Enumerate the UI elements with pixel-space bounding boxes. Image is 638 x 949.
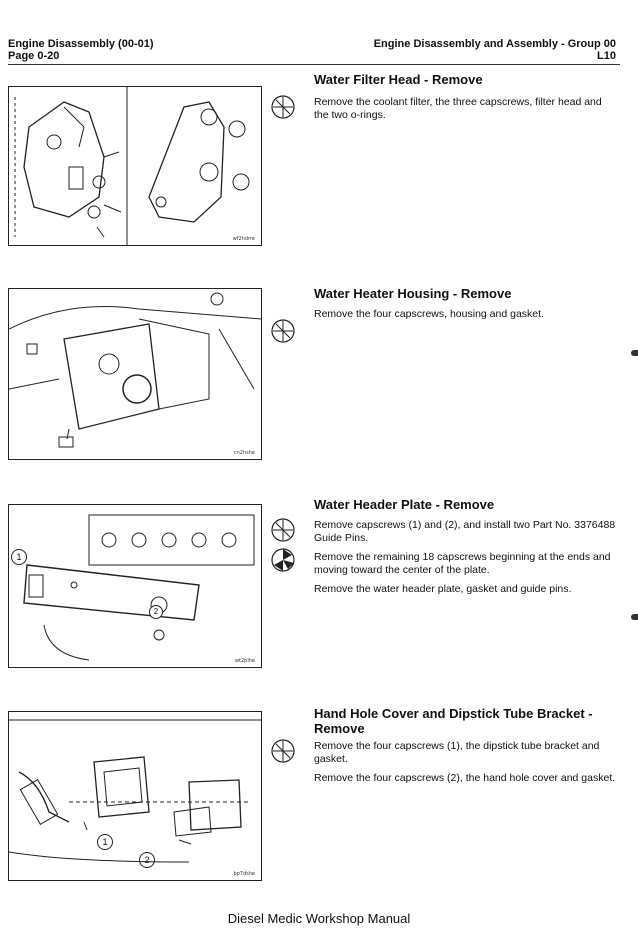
page-header-left: Engine Disassembly (00-01) Page 0-20 bbox=[8, 38, 154, 62]
section-title: Water Filter Head - Remove bbox=[314, 72, 483, 87]
wrench-tool-icon bbox=[271, 739, 295, 763]
wrench-tool-icon bbox=[271, 95, 295, 119]
instruction-step: Remove the four capscrews, housing and g… bbox=[314, 308, 544, 320]
figure-code: cn2hshe bbox=[233, 450, 255, 456]
section-title: Water Header Plate - Remove bbox=[314, 497, 495, 512]
header-rule bbox=[8, 64, 620, 65]
page-number: Page 0-20 bbox=[8, 50, 60, 62]
section-water-filter-head: Water Filter Head - Remove Remove the co… bbox=[268, 72, 620, 132]
chapter-title: Engine Disassembly and Assembly - Group … bbox=[373, 38, 616, 50]
wrench-tool-icon bbox=[271, 518, 295, 542]
instruction-step: Remove the water header plate, gasket an… bbox=[314, 583, 572, 595]
instruction-step: Remove the four capscrews (1), the dipst… bbox=[314, 740, 600, 765]
section-title: Hand Hole Cover and Dipstick Tube Bracke… bbox=[314, 706, 593, 736]
page-edge-tab bbox=[631, 614, 638, 620]
callout-marker: 2 bbox=[149, 605, 163, 619]
instruction-step: Remove capscrews (1) and (2), and instal… bbox=[314, 519, 616, 544]
figure-code: wt2plhe bbox=[234, 658, 255, 664]
callout-marker: 1 bbox=[11, 549, 27, 565]
water-filter-head-illustration bbox=[14, 87, 250, 245]
instruction-step: Remove the four capscrews (2), the hand … bbox=[314, 772, 616, 784]
wrench-tool-icon bbox=[271, 319, 295, 343]
figure-code: wf2hdrre bbox=[232, 236, 255, 242]
callout-marker: 2 bbox=[139, 852, 155, 868]
section-title-line: Remove bbox=[314, 721, 365, 736]
section-title: Water Heater Housing - Remove bbox=[314, 286, 512, 301]
page-edge-tab bbox=[631, 350, 638, 356]
section-water-heater-housing: Water Heater Housing - Remove Remove the… bbox=[268, 286, 620, 343]
section-hand-hole-cover: Hand Hole Cover and Dipstick Tube Bracke… bbox=[268, 706, 620, 806]
water-header-plate-illustration bbox=[23, 514, 255, 661]
guide-pin-tool-icon bbox=[271, 548, 295, 572]
section-title-line: Hand Hole Cover and Dipstick Tube Bracke… bbox=[314, 706, 593, 721]
page-header-right: Engine Disassembly and Assembly - Group … bbox=[374, 38, 616, 62]
section-ref: Engine Disassembly (00-01) bbox=[8, 38, 154, 50]
figure-code: bp7dshe bbox=[233, 871, 255, 877]
page-footer: Diesel Medic Workshop Manual bbox=[227, 911, 411, 926]
section-water-header-plate: Water Header Plate - Remove Remove capsc… bbox=[268, 497, 620, 607]
engine-model: L10 bbox=[597, 50, 616, 62]
instruction-step: Remove the coolant filter, the three cap… bbox=[314, 96, 602, 121]
water-heater-housing-illustration bbox=[9, 292, 261, 448]
hand-hole-cover-illustration bbox=[9, 719, 261, 863]
callout-marker: 1 bbox=[97, 834, 113, 850]
figure-water-filter-head: wf2hdrre bbox=[8, 86, 262, 246]
instruction-step: Remove the remaining 18 capscrews beginn… bbox=[314, 551, 611, 576]
figure-water-header-plate: 1 2 wt2plhe bbox=[8, 504, 262, 668]
figure-hand-hole-cover: 1 2 bp7dshe bbox=[8, 711, 262, 881]
figure-water-heater-housing: cn2hshe bbox=[8, 288, 262, 460]
